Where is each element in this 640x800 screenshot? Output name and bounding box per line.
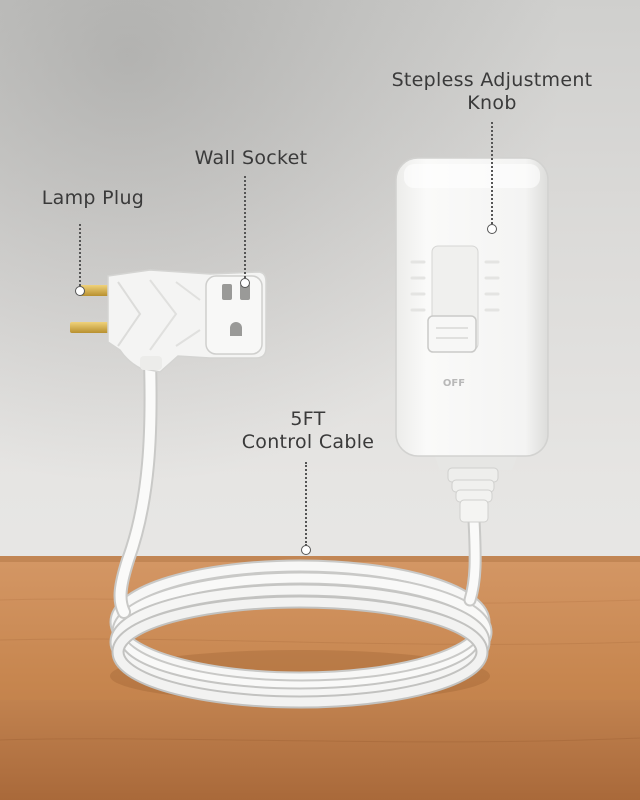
prong-top bbox=[80, 285, 116, 296]
cable-label-line1: 5FT bbox=[290, 408, 326, 430]
knob-label-line2: Knob bbox=[467, 92, 517, 114]
knob-label-line1: Stepless Adjustment bbox=[391, 69, 593, 91]
cable-label: 5FT Control Cable bbox=[228, 408, 388, 454]
wall-socket-leader-line bbox=[244, 176, 246, 278]
off-marking: OFF bbox=[443, 378, 465, 389]
cable-label-line2: Control Cable bbox=[241, 431, 375, 453]
adapter-plug bbox=[70, 269, 267, 373]
coiled-cable bbox=[109, 355, 493, 709]
wall-socket-label: Wall Socket bbox=[194, 147, 308, 169]
prong-bottom bbox=[70, 322, 110, 333]
lamp-plug-leader-line bbox=[79, 224, 81, 286]
dimmer-box: OFF bbox=[395, 157, 549, 523]
wall-socket-leader-dot bbox=[240, 278, 250, 288]
cable-leader-dot bbox=[301, 545, 311, 555]
slider-knob bbox=[427, 315, 477, 353]
socket-face bbox=[205, 275, 263, 355]
knob-leader-line bbox=[491, 122, 493, 224]
knob-leader-dot bbox=[487, 224, 497, 234]
cable-leader-line bbox=[305, 462, 307, 546]
lamp-plug-label: Lamp Plug bbox=[41, 187, 145, 209]
knob-label: Stepless Adjustment Knob bbox=[382, 69, 602, 115]
lamp-plug-leader-dot bbox=[75, 286, 85, 296]
